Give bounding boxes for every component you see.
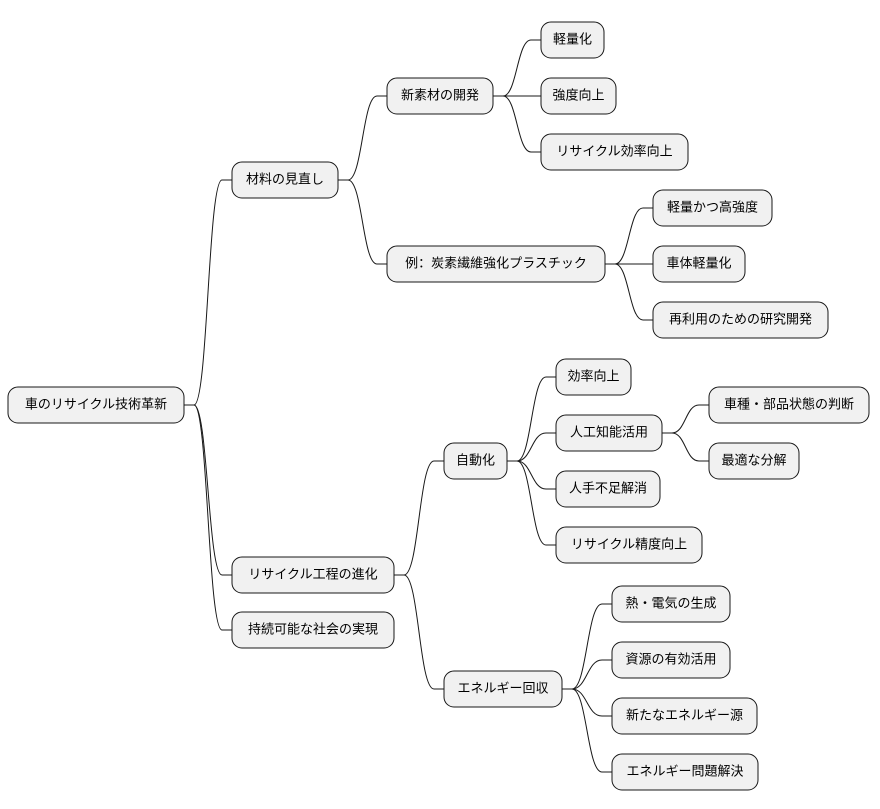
node-lightweight: 軽量化 xyxy=(540,21,605,59)
node-cfrp-example: 例：炭素繊維強化プラスチック xyxy=(386,245,606,283)
node-sustainable-society: 持続可能な社会の実現 xyxy=(231,611,395,649)
node-resource-utilization: 資源の有効活用 xyxy=(611,641,731,679)
node-label: 新素材の開発 xyxy=(401,88,479,104)
connector xyxy=(662,432,709,462)
node-label: 最適な分解 xyxy=(721,453,786,469)
connector xyxy=(507,460,556,490)
connector xyxy=(394,460,444,576)
node-label: 材料の見直し xyxy=(246,173,324,188)
connector xyxy=(493,95,541,153)
node-label: 車のリサイクル技術革新 xyxy=(25,397,167,413)
connector xyxy=(184,404,232,576)
node-label: 熱・電気の生成 xyxy=(625,596,716,612)
connector xyxy=(662,404,709,434)
node-efficiency-up: 効率向上 xyxy=(555,358,632,396)
connector xyxy=(605,263,653,321)
node-label: 車種・部品状態の判断 xyxy=(724,397,854,413)
node-energy-recovery: エネルギー回収 xyxy=(443,670,563,708)
connector xyxy=(562,688,612,773)
node-label: 効率向上 xyxy=(567,369,619,385)
connector xyxy=(562,688,612,717)
node-automation: 自動化 xyxy=(443,442,508,480)
connector xyxy=(507,432,556,462)
node-energy-problem: エネルギー問題解決 xyxy=(611,753,759,791)
connector xyxy=(338,95,387,181)
node-new-energy-source: 新たなエネルギー源 xyxy=(611,697,758,735)
connector xyxy=(184,179,232,406)
node-vehicle-part-judgement: 車種・部品状態の判断 xyxy=(708,386,870,424)
node-optimal-disassembly: 最適な分解 xyxy=(708,442,800,480)
connector xyxy=(338,179,387,265)
connector xyxy=(507,460,556,546)
node-label: 例：炭素繊維強化プラスチック xyxy=(405,256,587,272)
node-strength-up: 強度向上 xyxy=(540,77,617,115)
node-label: 軽量かつ高強度 xyxy=(667,200,758,216)
connector xyxy=(562,659,612,690)
node-body-lightweight: 車体軽量化 xyxy=(652,245,746,283)
node-label: 持続可能な社会の実現 xyxy=(248,622,378,638)
node-light-high-strength: 軽量かつ高強度 xyxy=(652,189,773,227)
mindmap-nodes: 車のリサイクル技術革新 材料の見直し リサイクル工程の進化 持続可能な社会の実現… xyxy=(7,21,870,791)
node-materials-review: 材料の見直し xyxy=(231,161,339,199)
connector xyxy=(493,39,541,97)
node-label: 人工知能活用 xyxy=(570,425,648,441)
node-new-material: 新素材の開発 xyxy=(386,77,494,115)
connector xyxy=(507,376,556,462)
connector xyxy=(394,574,444,690)
node-label: エネルギー問題解決 xyxy=(626,765,743,780)
connector xyxy=(605,207,653,265)
node-label: 強度向上 xyxy=(552,88,604,104)
node-label: 軽量化 xyxy=(553,33,592,48)
node-label: 新たなエネルギー源 xyxy=(626,708,743,724)
node-recycle-efficiency: リサイクル効率向上 xyxy=(540,133,689,171)
connector xyxy=(184,404,232,631)
node-label: 自動化 xyxy=(456,454,495,469)
node-labor-shortage: 人手不足解消 xyxy=(555,470,661,508)
mindmap-connectors xyxy=(184,39,709,773)
connector xyxy=(562,603,612,690)
node-label: エネルギー回収 xyxy=(457,682,548,697)
node-heat-electricity: 熱・電気の生成 xyxy=(611,585,731,623)
node-reuse-research: 再利用のための研究開発 xyxy=(652,301,829,339)
node-recycling-process: リサイクル工程の進化 xyxy=(231,556,395,594)
node-recycle-accuracy: リサイクル精度向上 xyxy=(555,526,703,564)
node-label: 車体軽量化 xyxy=(666,257,731,272)
node-label: 人手不足解消 xyxy=(569,482,647,497)
node-root: 車のリサイクル技術革新 xyxy=(7,386,185,424)
node-label: リサイクル効率向上 xyxy=(556,144,672,160)
node-label: リサイクル精度向上 xyxy=(571,537,687,553)
node-ai-usage: 人工知能活用 xyxy=(555,414,663,452)
node-label: 資源の有効活用 xyxy=(625,653,716,668)
node-label: 再利用のための研究開発 xyxy=(669,313,812,328)
node-label: リサイクル工程の進化 xyxy=(248,568,377,583)
